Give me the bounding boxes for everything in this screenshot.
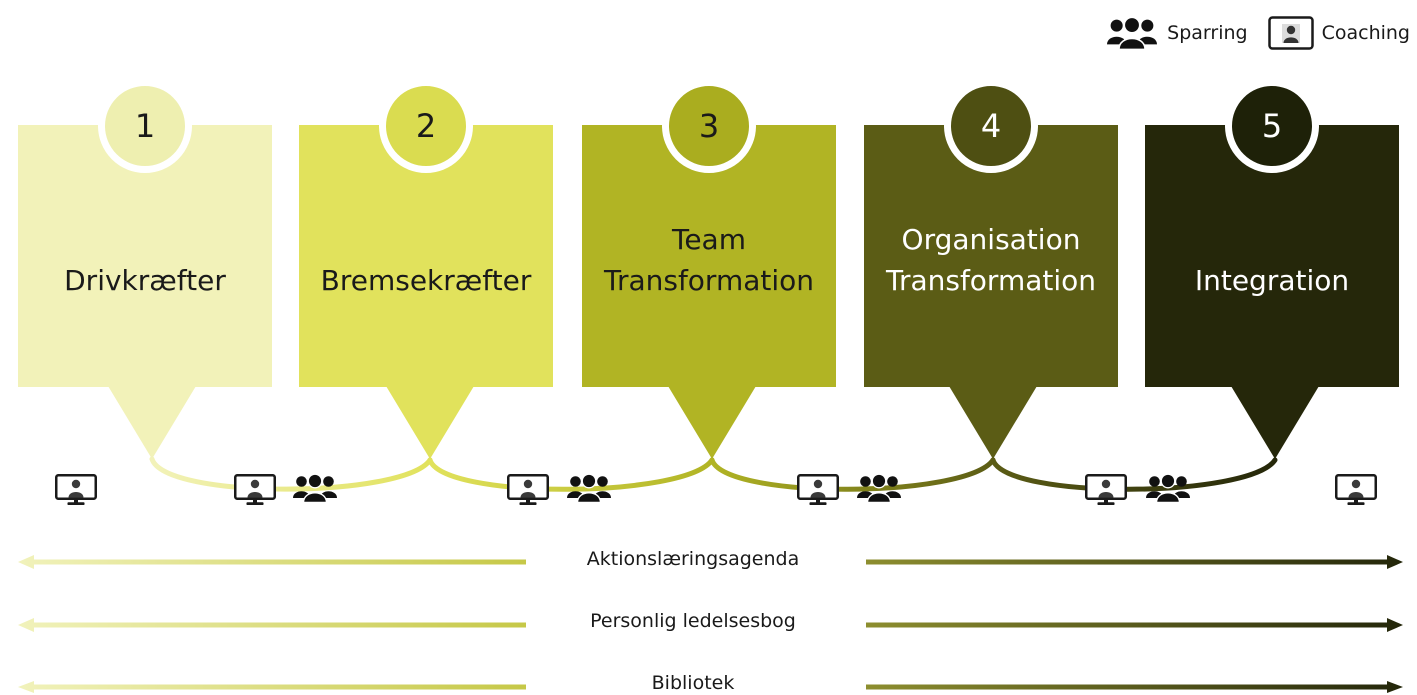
sparring-group-icon bbox=[293, 473, 337, 503]
sparring-group-icon bbox=[1146, 473, 1190, 503]
coaching-monitor-icon bbox=[1335, 474, 1377, 506]
track-1-arrow-right bbox=[866, 555, 1403, 569]
stage-5-number-badge: 5 bbox=[1225, 79, 1319, 173]
stage-1: Drivkræfter 1 bbox=[18, 79, 272, 459]
stage-2-label: Bremsekræfter bbox=[299, 125, 553, 301]
track-1-label: Aktionslæringsagenda bbox=[586, 548, 800, 570]
stage-3-pointer bbox=[668, 386, 756, 459]
connector-4-5 bbox=[990, 457, 1278, 492]
stage-3: Team Transformation 3 bbox=[582, 79, 836, 459]
stage-4-pointer bbox=[949, 386, 1037, 459]
stage-5-label: Integration bbox=[1145, 125, 1399, 301]
coaching-monitor-icon bbox=[55, 474, 97, 506]
track-1-arrow-left bbox=[18, 555, 526, 569]
stage-1-pointer bbox=[108, 386, 196, 459]
stage-2: Bremsekræfter 2 bbox=[299, 79, 553, 459]
stage-3-label: Team Transformation bbox=[582, 125, 836, 301]
stage-2-number: 2 bbox=[415, 107, 437, 145]
stage-3-label-line-2: Transformation bbox=[603, 264, 815, 297]
stage-4: Organisation Transformation 4 bbox=[864, 79, 1118, 459]
stage-4-label-line-2: Transformation bbox=[885, 264, 1097, 297]
coaching-monitor-icon bbox=[234, 474, 276, 506]
track-3-arrow-left bbox=[18, 681, 526, 693]
legend-item-coaching: Coaching bbox=[1268, 14, 1410, 52]
stage-4-number-badge: 4 bbox=[944, 79, 1038, 173]
stage-3-number: 3 bbox=[698, 107, 720, 145]
stage-5-pointer bbox=[1231, 386, 1319, 459]
legend: Sparring Coaching bbox=[1107, 14, 1410, 52]
legend-label-sparring: Sparring bbox=[1167, 22, 1248, 44]
stage-1-label-line-1: Drivkræfter bbox=[64, 264, 226, 297]
stage-3-number-badge: 3 bbox=[662, 79, 756, 173]
stage-4-label-line-1: Organisation bbox=[901, 223, 1081, 256]
track-3-label: Bibliotek bbox=[651, 672, 735, 694]
stage-3-label-line-1: Team bbox=[671, 223, 746, 256]
connector-3-4 bbox=[709, 457, 996, 492]
stage-2-number-badge: 2 bbox=[379, 79, 473, 173]
legend-item-sparring: Sparring bbox=[1107, 14, 1248, 52]
connector-1-2 bbox=[149, 456, 433, 492]
legend-label-coaching: Coaching bbox=[1321, 22, 1410, 44]
stage-1-label: Drivkræfter bbox=[18, 125, 272, 301]
sparring-group-icon bbox=[1107, 15, 1157, 51]
stage-4-number: 4 bbox=[980, 107, 1002, 145]
coaching-monitor-icon bbox=[507, 474, 549, 506]
stage-4-label: Organisation Transformation bbox=[864, 125, 1118, 301]
coaching-monitor-icon bbox=[1085, 474, 1127, 506]
track-2-label: Personlig ledelsesbog bbox=[590, 610, 796, 632]
stage-5: Integration 5 bbox=[1145, 79, 1399, 459]
stage-2-label-line-1: Bremsekræfter bbox=[320, 264, 532, 297]
track-2-arrow-left bbox=[18, 618, 526, 632]
stage-1-number: 1 bbox=[134, 107, 156, 145]
stage-2-pointer bbox=[386, 386, 474, 459]
coaching-monitor-icon bbox=[797, 474, 839, 506]
stage-5-number: 5 bbox=[1261, 107, 1283, 145]
sparring-group-icon bbox=[857, 473, 901, 503]
sparring-group-icon bbox=[567, 473, 611, 503]
track-3-arrow-right bbox=[866, 681, 1403, 693]
track-2-arrow-right bbox=[866, 618, 1403, 632]
coaching-monitor-icon bbox=[1268, 16, 1314, 50]
stage-1-number-badge: 1 bbox=[98, 79, 192, 173]
stage-5-label-line-1: Integration bbox=[1194, 264, 1350, 297]
